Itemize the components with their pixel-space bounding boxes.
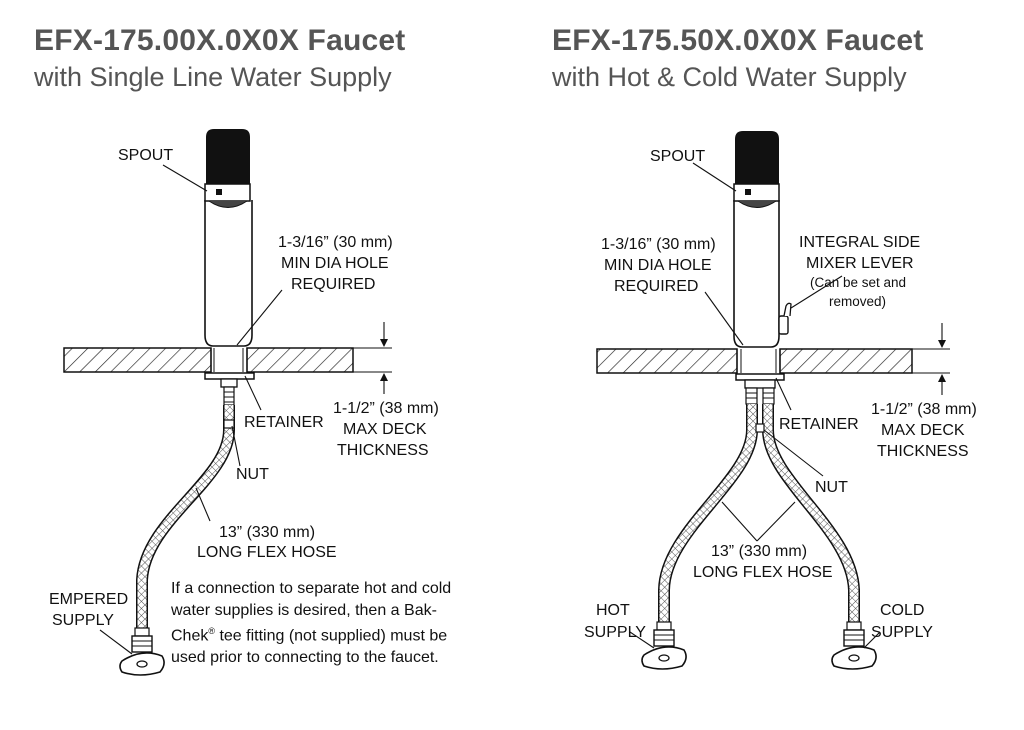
right-hot-label-2: SUPPLY [584,624,646,641]
right-spout-label: SPOUT [650,148,705,165]
right-deck-label-3: THICKNESS [877,443,969,460]
right-lever-label-1: INTEGRAL SIDE [799,234,920,251]
left-subtitle: with Single Line Water Supply [34,62,392,92]
left-faucet [63,129,392,676]
left-flex-hose [136,405,235,628]
left-supply-valve [119,627,165,676]
right-leaders [629,162,950,649]
left-hose-label-1: 13” (330 mm) [219,524,315,541]
right-deck [596,348,913,374]
right-hose-label-1: 13” (330 mm) [711,543,807,560]
left-hole-label-2: MIN DIA HOLE [281,255,389,272]
registered-mark: ® [208,626,215,636]
right-lever-label-2: MIXER LEVER [806,255,914,272]
right-spout [733,131,780,373]
right-retainer [735,373,785,405]
left-hole-label-3: REQUIRED [291,276,375,293]
right-hot-label-1: HOT [596,602,630,619]
left-dimension-arrows [380,339,388,381]
left-deck [63,347,354,373]
left-hose-label-2: LONG FLEX HOSE [197,544,337,561]
right-title: EFX-175.50X.0X0X Faucet [552,24,924,57]
left-spout-label: SPOUT [118,147,173,164]
right-dimension-arrows [938,340,946,382]
left-retainer [204,372,255,406]
right-nut-label: NUT [815,479,848,496]
right-cold-label-2: SUPPLY [871,624,933,641]
right-hose-label-2: LONG FLEX HOSE [693,564,833,581]
left-retainer-label: RETAINER [244,414,324,431]
right-hole-label-1: 1-3/16” (30 mm) [601,236,716,253]
left-deck-label-1: 1-1/2” (38 mm) [333,400,439,417]
right-cold-label-1: COLD [880,602,924,619]
left-supply-label-2: SUPPLY [52,612,114,629]
right-hot-supply-valve [641,621,687,670]
left-spout [204,129,253,372]
note-text-1: If a connection to separate hot and cold… [171,580,452,645]
left-hole-label-1: 1-3/16” (30 mm) [278,234,393,251]
right-cold-supply-valve [831,621,877,670]
left-deck-label-2: MAX DECK [343,421,427,438]
right-flex-hoses [658,404,860,622]
right-deck-label-1: 1-1/2” (38 mm) [871,401,977,418]
right-lever-label-4: removed) [829,294,886,309]
bak-chek-note: If a connection to separate hot and cold… [171,578,471,668]
left-supply-label-1: EMPERED [49,591,128,608]
right-hole-label-3: REQUIRED [614,278,698,295]
right-faucet [596,131,950,670]
right-subtitle: with Hot & Cold Water Supply [552,62,907,92]
right-retainer-label: RETAINER [779,416,859,433]
left-title: EFX-175.00X.0X0X Faucet [34,24,406,57]
note-text-2: tee fitting (not supplied) must be used … [171,627,448,666]
right-mixer-lever [778,302,792,335]
left-nut-label: NUT [236,466,269,483]
right-hole-label-2: MIN DIA HOLE [604,257,712,274]
right-lever-label-3: (Can be set and [810,275,906,290]
right-deck-label-2: MAX DECK [881,422,965,439]
left-deck-label-3: THICKNESS [337,442,429,459]
